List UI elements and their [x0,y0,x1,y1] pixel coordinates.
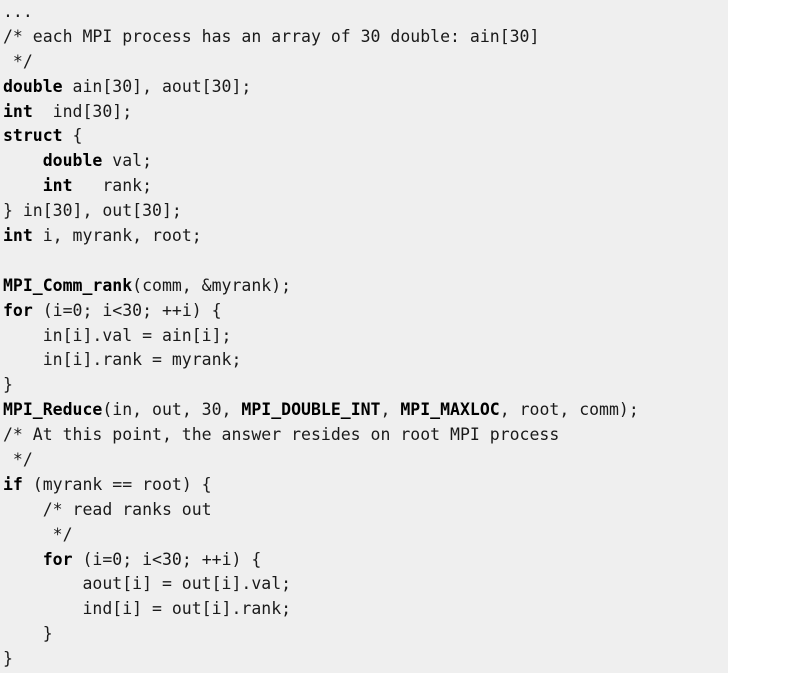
code-keyword: double [42,151,103,171]
code-text: } [3,375,13,395]
code-text: i, myrank, root; [32,226,202,246]
code-line: MPI_Comm_rank(comm, &myrank); [3,274,639,299]
code-text: , [380,400,401,420]
code-block: ... /* each MPI process has an array of 3… [3,0,639,672]
code-text: } [3,624,53,644]
code-line: MPI_Reduce(in, out, 30, MPI_DOUBLE_INT , … [3,398,639,423]
code-keyword: for [42,549,73,569]
code-text: in[i].val = ain[i]; [3,325,232,345]
code-keyword: if [3,474,23,494]
code-text: */ [3,450,33,470]
code-keyword: MPI_MAXLOC [400,400,500,420]
code-text: /* each MPI process has an array of 30 d… [3,26,540,46]
code-text: (i=0; i<30; ++i) { [32,300,222,320]
code-keyword: int [3,226,33,246]
code-text: } in[30], out[30]; [3,201,182,221]
code-text: val; [102,151,153,171]
code-line: int rank; [3,174,639,199]
code-text: in[i].rank = myrank; [3,350,242,370]
code-keyword: MPI_DOUBLE_INT [241,400,381,420]
code-keyword: MPI_Reduce [3,400,103,420]
code-line: int ind[30]; [3,100,639,125]
code-line: */ [3,448,639,473]
code-line: */ [3,523,639,548]
code-line [3,249,639,274]
code-text: { [62,126,83,146]
code-keyword: for [3,300,33,320]
code-text: (in, out, 30, [102,400,242,420]
code-text: /* At this point, the answer resides on … [3,425,560,445]
code-line: /* At this point, the answer resides on … [3,423,639,448]
code-text [3,151,43,170]
code-line: struct { [3,124,639,149]
code-line: } [3,373,639,398]
code-text: /* read ranks out [3,499,212,519]
code-line: in[i].val = ain[i]; [3,324,639,349]
code-text [3,550,43,569]
code-line: */ [3,50,639,75]
code-text [3,176,43,195]
code-line: double ain[30], aout[30]; [3,75,639,100]
code-text: (i=0; i<30; ++i) { [72,549,262,569]
code-line: } [3,622,639,647]
code-line: for (i=0; i<30; ++i) { [3,299,639,324]
code-text: */ [3,51,33,71]
code-line: } [3,647,639,672]
code-keyword: int [3,101,33,121]
code-line: /* read ranks out [3,498,639,523]
code-line: int i, myrank, root; [3,224,639,249]
code-text: , root, comm); [499,400,639,420]
code-text: */ [3,524,73,544]
code-text: ... [3,2,33,21]
code-line: in[i].rank = myrank; [3,348,639,373]
code-keyword: struct [3,126,63,146]
code-line: for (i=0; i<30; ++i) { [3,548,639,573]
code-text: (myrank == root) { [22,474,212,494]
code-keyword: MPI_Comm_rank [3,275,133,295]
code-line: /* each MPI process has an array of 30 d… [3,25,639,50]
code-line: ... [3,0,639,25]
code-text: rank; [72,176,153,196]
code-line: ind[i] = out[i].rank; [3,597,639,622]
code-keyword: double [3,76,63,96]
code-listing-panel: ... /* each MPI process has an array of 3… [0,0,728,673]
code-line: if (myrank == root) { [3,473,639,498]
code-line: } in[30], out[30]; [3,199,639,224]
code-text: ind[i] = out[i].rank; [3,599,292,619]
code-text: ain[30], aout[30]; [62,76,252,96]
code-text: ind[30]; [32,101,133,121]
code-text: } [3,649,13,669]
code-text: (comm, &myrank); [132,275,292,295]
code-text: aout[i] = out[i].val; [3,574,292,594]
code-line: aout[i] = out[i].val; [3,572,639,597]
code-keyword: int [42,176,73,196]
code-line: double val; [3,149,639,174]
